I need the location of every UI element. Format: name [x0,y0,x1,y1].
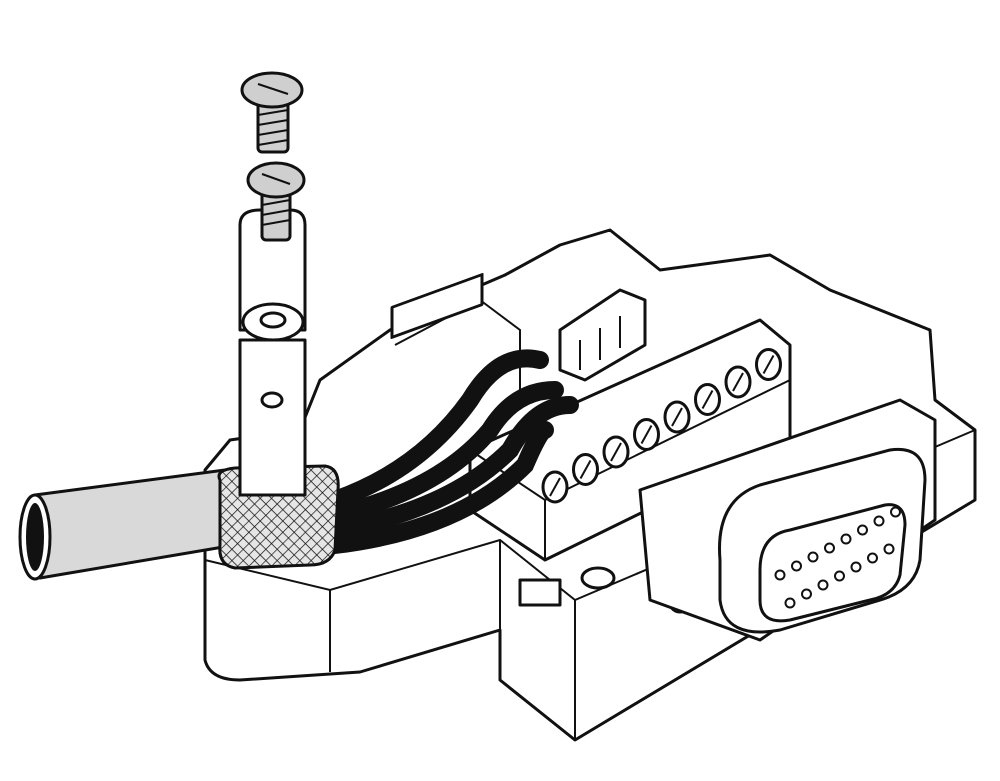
terminal-block [468,288,792,562]
dsub-pin [774,569,786,581]
shield-clamp [238,208,307,497]
cable [18,468,237,581]
dsub-pin [807,551,819,563]
dsub-pin [824,542,835,554]
screw-lower [246,161,306,242]
dsub-pin [817,579,829,591]
screw-slot [640,425,653,444]
clamp-hole [259,311,287,329]
dsub-connector [638,398,937,642]
screw-slot [701,390,714,409]
wires [326,349,579,554]
mounting-hole [580,566,616,590]
screw-slot [610,442,622,462]
screw-slot [579,460,592,479]
dsub-pin [857,524,868,536]
screw-slot [762,355,775,374]
dsub-pin [834,570,845,582]
dsub-pin [883,543,895,555]
dsub-pin [784,597,796,609]
screw-slot [732,372,744,392]
dsub-pin [867,552,878,564]
latch [518,578,562,607]
dsub-pin [801,588,812,600]
dsub-pin [873,515,885,527]
screw-top [240,71,304,154]
cable-end [26,503,44,571]
dsub-pin [890,506,901,518]
dsub-pin [850,561,862,573]
screw-slot [549,477,561,497]
dsub-pin [791,560,802,572]
screw-slot [671,407,683,427]
dsub-pin [840,533,852,545]
spring-terminals [558,288,647,382]
